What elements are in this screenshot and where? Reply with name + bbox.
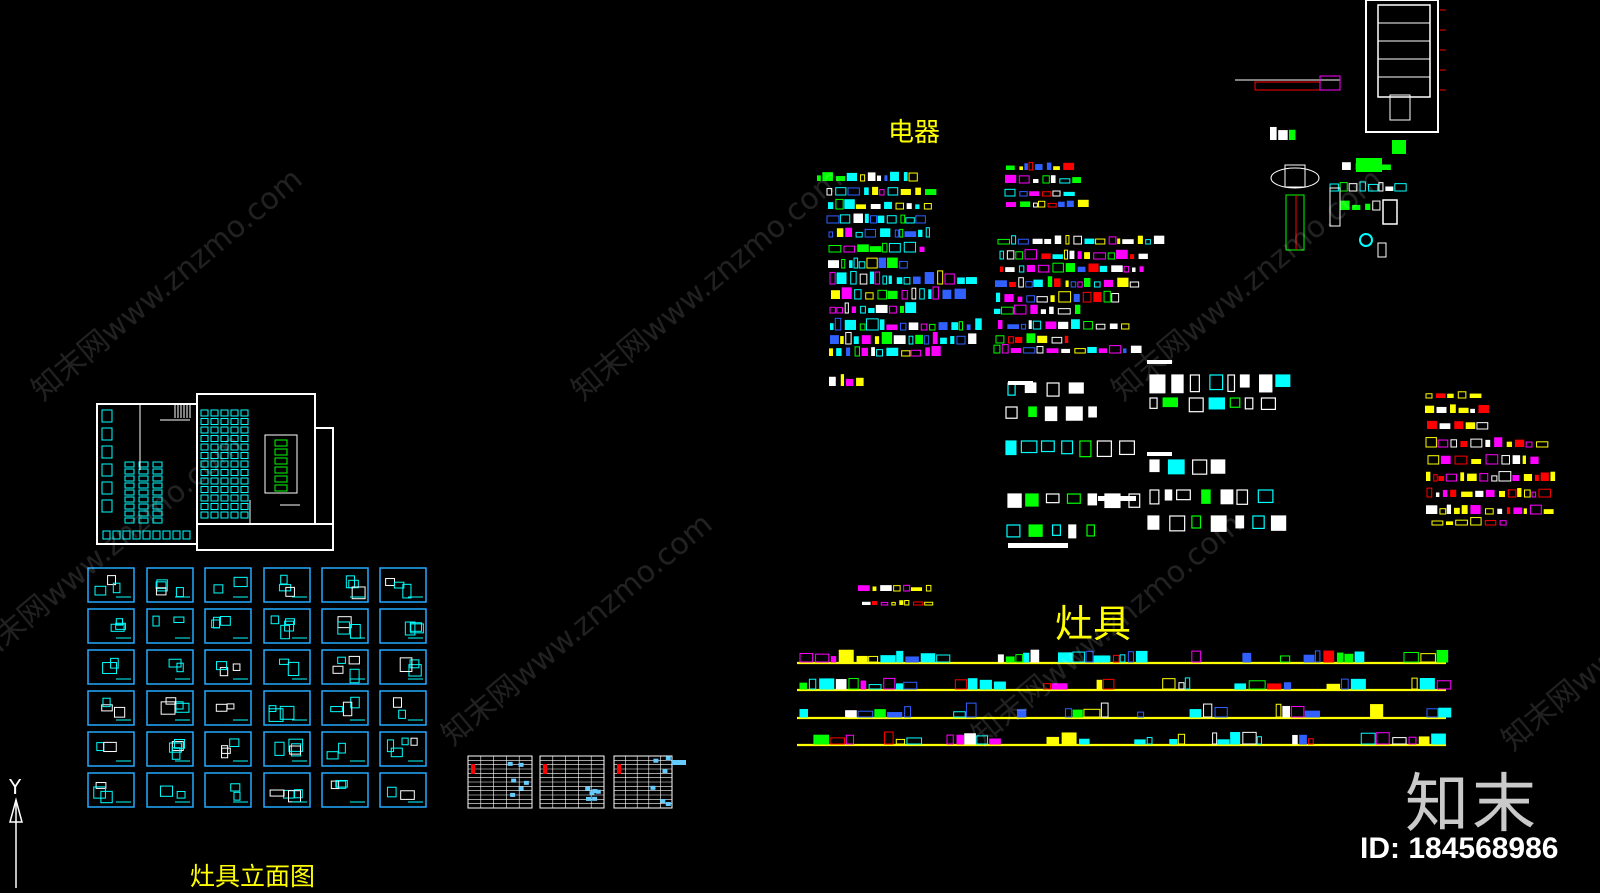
ucs-axis-icon xyxy=(9,797,23,888)
appliance-blocks-left xyxy=(817,171,982,386)
brand-logo: 知末 xyxy=(1405,768,1539,842)
asset-id: ID: 184568986 xyxy=(1360,832,1559,865)
appliances-label: 电器 xyxy=(888,118,941,148)
ucs-y-label: Y xyxy=(9,775,22,799)
stove-elevation-label: 灶具立面图 xyxy=(190,862,316,891)
white-fitting-blocks xyxy=(1005,360,1291,548)
building-section-drawing xyxy=(1235,0,1446,258)
stove-label: 灶具 xyxy=(1055,602,1132,646)
stove-elevation-rows xyxy=(797,649,1452,747)
schedule-tables xyxy=(467,755,686,809)
appliance-blocks-middle xyxy=(993,161,1165,354)
yellow-appliance-blocks xyxy=(858,391,1556,606)
elevation-sheet-grid xyxy=(87,567,427,808)
appliance-blocks-right xyxy=(1270,126,1407,211)
kitchen-floor-plan xyxy=(96,393,334,551)
